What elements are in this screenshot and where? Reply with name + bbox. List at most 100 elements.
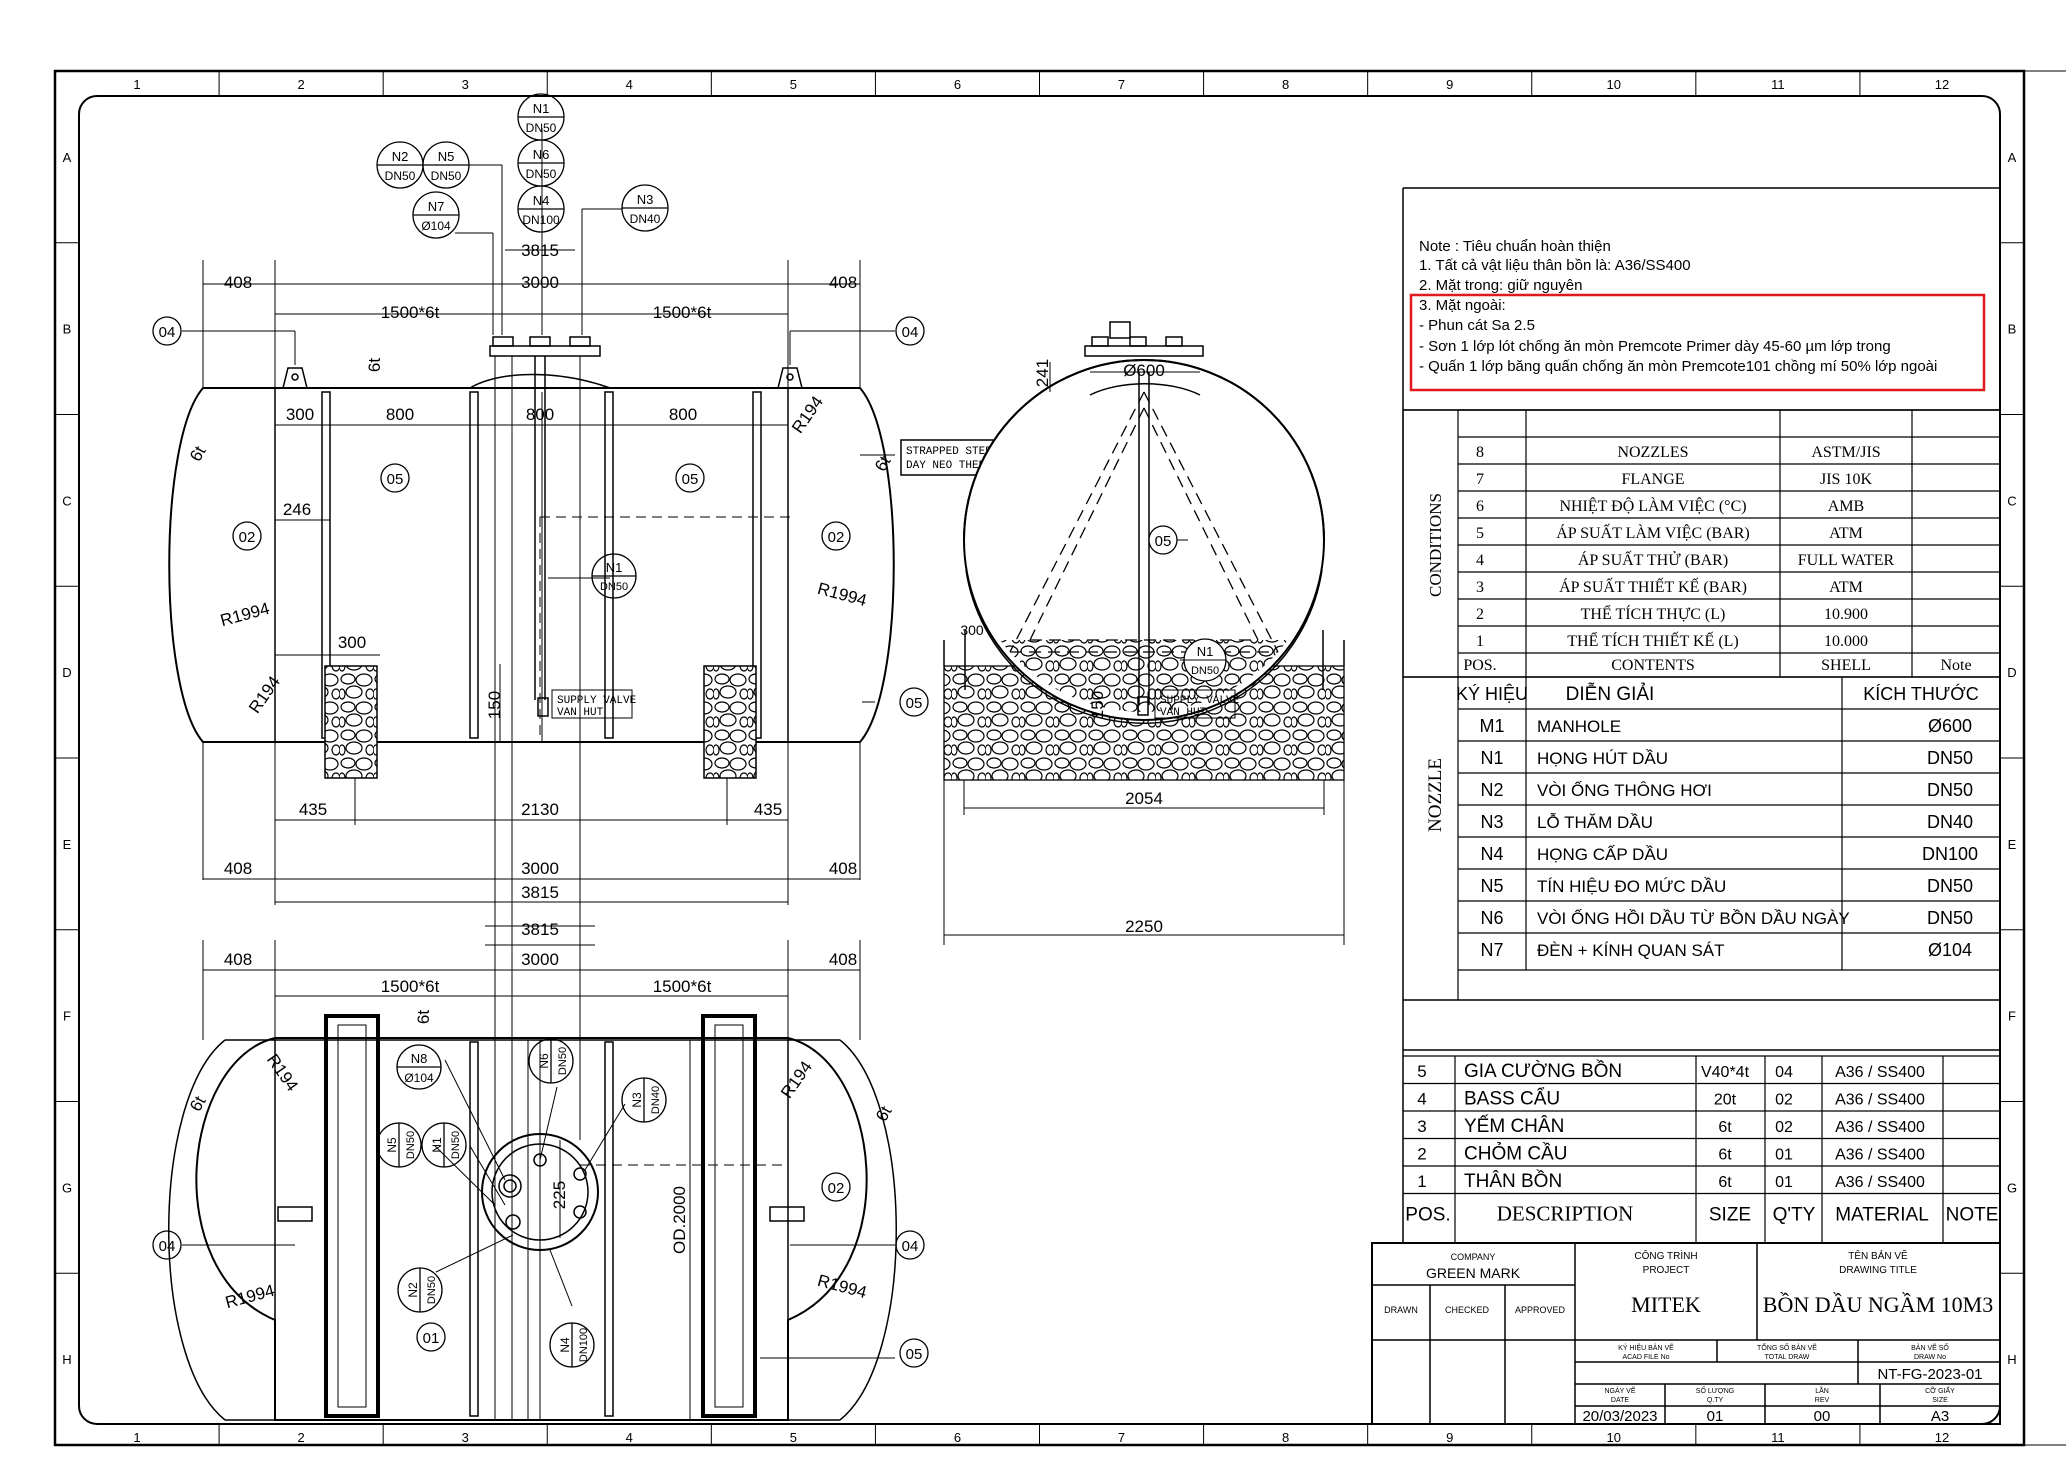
notes-line-5: - Sơn 1 lớp lót chống ăn mòn Premcote Pr…: [1419, 338, 1891, 355]
tb-rev: 00: [1814, 1408, 1831, 1425]
nozzle-mark: N3: [1480, 812, 1503, 832]
dim-3815-top: 3815: [521, 241, 559, 260]
tb-project-label-vn: CÔNG TRÌNH: [1634, 1249, 1697, 1262]
zone-col-bottom: 2: [298, 1430, 305, 1445]
zone-col-top: 12: [1935, 77, 1949, 92]
zone-col-top: 1: [133, 77, 140, 92]
tb-total-vn: TỔNG SỐ BẢN VẼ: [1757, 1342, 1817, 1352]
zone-col-bottom: 6: [954, 1430, 961, 1445]
zone-col-top: 5: [790, 77, 797, 92]
zone-row-right: H: [2007, 1352, 2016, 1367]
conditions-pos: 5: [1476, 525, 1484, 542]
callout-n7-top: N7: [428, 199, 445, 214]
plan-view-labels: 408 408 3815 3000 1500*6t 1500*6t 6t 6t …: [186, 920, 896, 1312]
tb-checked: CHECKED: [1445, 1305, 1490, 1315]
conditions-pos: 3: [1476, 579, 1484, 596]
conditions-shell: 10.900: [1824, 606, 1868, 623]
conditions-header-content: CONTENTS: [1611, 657, 1695, 674]
callout-n6-plan-dn: DN50: [557, 1047, 569, 1075]
conditions-content: ÁP SUẤT LÀM VIỆC (BAR): [1556, 523, 1750, 542]
zone-row-right: B: [2008, 322, 2017, 337]
dim-300-side: 300: [960, 622, 984, 638]
conditions-shell: AMB: [1828, 498, 1864, 515]
zone-row-left: G: [62, 1180, 72, 1195]
callout-n8: N8: [411, 1051, 428, 1066]
conditions-shell: ATM: [1829, 525, 1863, 542]
supply-valve-tag-2: SUPPLY VALVE: [1160, 695, 1240, 707]
bom-pos: 2: [1417, 1145, 1426, 1164]
dim-phi600: Ø600: [1123, 361, 1165, 380]
zone-col-bottom: 5: [790, 1430, 797, 1445]
dim-800-c: 800: [669, 405, 697, 424]
zone-row-left: E: [63, 837, 72, 852]
callout-n1-side: N1: [1197, 644, 1214, 659]
conditions-shell: 10.000: [1824, 633, 1868, 650]
bom-material: A36 / SS400: [1835, 1092, 1925, 1109]
notes-line-1: 1. Tất cả vật liệu thân bồn là: A36/SS40…: [1419, 257, 1691, 274]
zone-col-bottom: 9: [1446, 1430, 1453, 1445]
zone-col-top: 2: [298, 77, 305, 92]
callout-05-plan: 05: [906, 1346, 923, 1363]
tb-title-label: DRAWING TITLE: [1839, 1265, 1917, 1276]
side-view-callouts: 05 N1 DN50 SUPPLY VALVE VAN HUT: [1148, 525, 1240, 719]
bom-desc: CHỎM CẦU: [1464, 1143, 1567, 1165]
bom-pos: 1: [1417, 1172, 1426, 1191]
tb-approved: APPROVED: [1515, 1305, 1566, 1315]
tb-drawno-vn: BẢN VẼ SỐ: [1911, 1342, 1949, 1352]
tb-rev-label: REV: [1815, 1397, 1830, 1404]
zone-col-top: 10: [1607, 77, 1621, 92]
bom-header-desc: DESCRIPTION: [1497, 1202, 1634, 1226]
dim-r1994-right: R1994: [815, 579, 868, 610]
dim-408-pr: 408: [829, 950, 857, 969]
dim-408-right: 408: [829, 273, 857, 292]
dim-3815-p: 3815: [521, 920, 559, 939]
dim-300-bottom: 300: [338, 633, 366, 652]
zone-col-bottom: 11: [1771, 1430, 1785, 1445]
zone-col-bottom: 1: [133, 1430, 140, 1445]
dim-300-top: 300: [286, 405, 314, 424]
supply-valve-tag-1: SUPPLY VALVE: [557, 695, 637, 707]
zone-row-right: F: [2008, 1009, 2016, 1024]
tb-size-vn: CỠ GIẤY: [1925, 1385, 1955, 1395]
nozzle-mark: N6: [1480, 908, 1503, 928]
callout-n7-dn: Ø104: [421, 219, 451, 233]
bom-desc: BASS CẨU: [1464, 1088, 1560, 1110]
callout-n3-dn: DN40: [630, 212, 661, 226]
van-hut-tag-2: VAN HUT: [1160, 707, 1207, 719]
zone-col-bottom: 8: [1282, 1430, 1289, 1445]
callout-02-right: 02: [828, 529, 845, 546]
zone-col-bottom: 10: [1607, 1430, 1621, 1445]
callout-n2-top: N2: [392, 149, 409, 164]
tb-qty-vn: SỐ LƯỢNG: [1696, 1385, 1734, 1395]
plan-view-callouts: [152, 1038, 929, 1368]
nozzle-mark: N5: [1480, 876, 1503, 896]
notes-line-4: - Phun cát Sa 2.5: [1419, 317, 1535, 334]
tank-elevation-view: [168, 128, 895, 1420]
callout-05-left: 05: [387, 471, 404, 488]
nozzle-size: DN50: [1927, 780, 1973, 800]
conditions-content: NHIỆT ĐỘ LÀM VIỆC (°C): [1559, 496, 1746, 515]
zone-row-right: G: [2007, 1180, 2017, 1195]
callout-05-footing: 05: [906, 695, 923, 712]
conditions-header-note: Note: [1940, 657, 1971, 674]
zone-row-left: F: [63, 1009, 71, 1024]
callout-n1-top: N1: [533, 101, 550, 116]
conditions-shell: ATM: [1829, 579, 1863, 596]
nozzle-mark: N2: [1480, 780, 1503, 800]
callout-n2-plan-dn: DN50: [426, 1276, 438, 1304]
bom-header-qty: Q'TY: [1773, 1205, 1816, 1226]
tb-company: GREEN MARK: [1426, 1265, 1521, 1281]
callout-n6-top: N6: [533, 147, 550, 162]
dim-2130: 2130: [521, 800, 559, 819]
tb-drawn: DRAWN: [1384, 1305, 1418, 1315]
conditions-content: NOZZLES: [1617, 444, 1688, 461]
notes-line-2: 2. Mặt trong: giữ nguyên: [1419, 277, 1582, 294]
callout-n4-top: N4: [533, 193, 550, 208]
tb-title-label-vn: TÊN BẢN VẼ: [1848, 1249, 1908, 1262]
bom-desc: GIA CƯỜNG BỒN: [1464, 1060, 1622, 1082]
nozzle-size: Ø600: [1928, 716, 1972, 736]
tb-date: 20/03/2023: [1582, 1408, 1657, 1425]
callout-n1-plan-dn: DN50: [450, 1131, 462, 1159]
callout-05-right: 05: [682, 471, 699, 488]
